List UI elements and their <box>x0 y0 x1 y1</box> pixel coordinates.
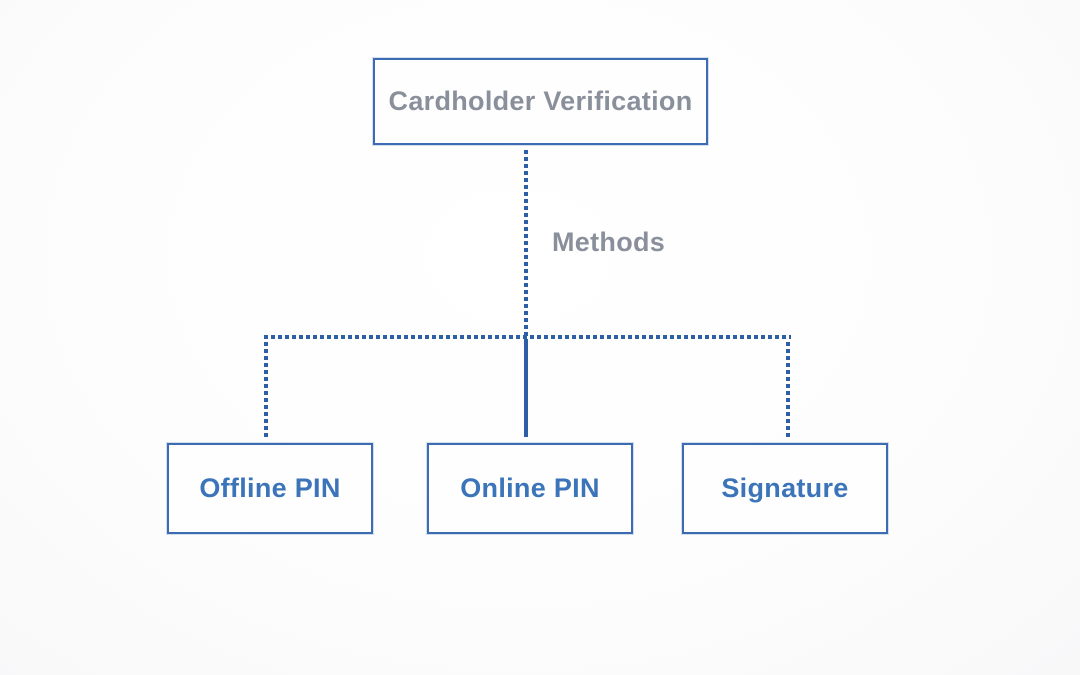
node-cardholder-verification: Cardholder Verification <box>373 58 708 145</box>
connector-right-drop <box>786 342 790 438</box>
connector-left-drop <box>264 342 268 438</box>
node-online-pin: Online PIN <box>427 443 633 534</box>
node-signature: Signature <box>682 443 888 534</box>
node-signature-label: Signature <box>721 473 849 503</box>
node-offline-pin-label: Offline PIN <box>199 473 341 503</box>
edge-label-methods: Methods <box>552 227 666 257</box>
connector-middle-drop <box>524 342 528 438</box>
node-offline-pin: Offline PIN <box>167 443 373 534</box>
connector-horizontal-branch <box>264 335 791 339</box>
node-cardholder-verification-label: Cardholder Verification <box>388 86 693 116</box>
connector-stem-vertical <box>524 150 528 436</box>
node-online-pin-label: Online PIN <box>460 473 600 503</box>
